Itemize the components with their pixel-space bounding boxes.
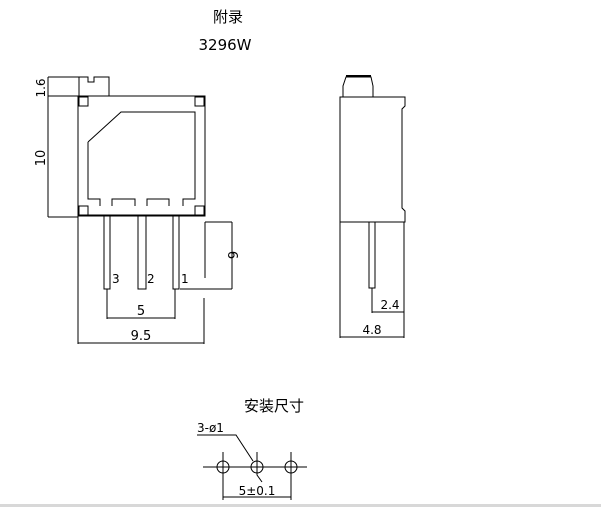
bottom-border	[0, 504, 601, 507]
mounting-title: 安装尺寸	[244, 397, 304, 415]
model-number: 3296W	[198, 36, 251, 54]
dim-pin-pitch: 5	[137, 304, 145, 319]
hole-label: 3-ø1	[197, 421, 224, 435]
dim-pin-length: 6	[224, 251, 239, 259]
pin-label-2: 2	[147, 272, 155, 286]
dim-pin-offset: 2.4	[380, 298, 399, 312]
pin-label-1: 1	[181, 272, 189, 286]
dim-depth: 4.8	[362, 323, 381, 337]
drawing-title: 附录	[213, 8, 243, 26]
front-view: 3 2 1 1.6 10 6 5 9.5	[34, 76, 239, 344]
pin-label-3: 3	[112, 272, 120, 286]
dim-knob-height: 1.6	[34, 78, 48, 97]
dim-body-height: 10	[34, 150, 49, 167]
pitch-label: 5±0.1	[239, 484, 276, 498]
mounting-dimensions: 安装尺寸 3-ø1 5±0.1	[197, 397, 307, 500]
side-view: 2.4 4.8	[339, 75, 406, 338]
dim-width: 9.5	[131, 329, 152, 344]
